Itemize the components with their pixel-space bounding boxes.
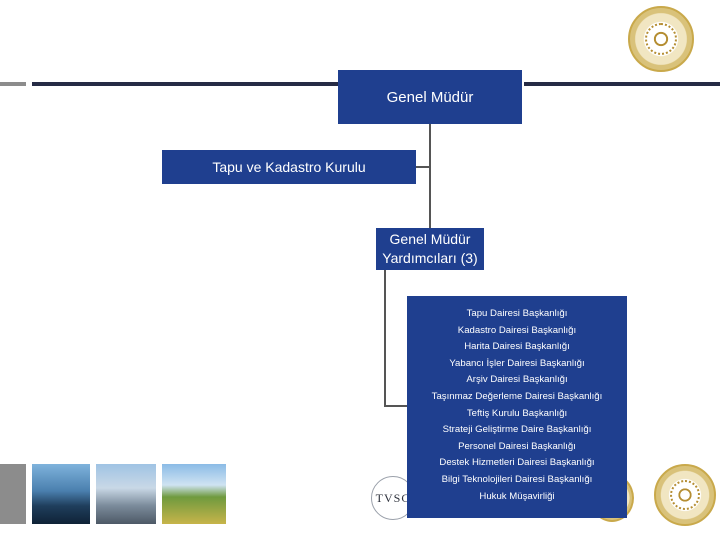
connector-board-horizontal	[416, 166, 430, 168]
skyscraper-photo	[96, 464, 156, 524]
general-director-label: Genel Müdür	[387, 89, 474, 106]
header-rule-left-gray	[0, 82, 26, 86]
gray-block	[0, 464, 26, 524]
department-item: Teftiş Kurulu Başkanlığı	[407, 406, 627, 423]
connector-dept-horizontal	[384, 405, 408, 407]
university-seal-icon	[628, 6, 694, 72]
department-item: Arşiv Dairesi Başkanlığı	[407, 372, 627, 389]
university-seal-bottom-icon	[654, 464, 716, 526]
field-landscape-photo	[162, 464, 226, 524]
header-rule-right	[524, 82, 720, 86]
department-item: Bilgi Teknolojileri Dairesi Başkanlığı	[407, 472, 627, 489]
departments-box: Tapu Dairesi Başkanlığı Kadastro Dairesi…	[407, 296, 627, 518]
department-item: Destek Hizmetleri Dairesi Başkanlığı	[407, 455, 627, 472]
department-item: Taşınmaz Değerleme Dairesi Başkanlığı	[407, 389, 627, 406]
deputy-directors-label: Genel Müdür Yardımcıları (3)	[382, 230, 477, 268]
city-skyline-photo	[32, 464, 90, 524]
department-item: Harita Dairesi Başkanlığı	[407, 339, 627, 356]
connector-deputy-vertical	[384, 270, 386, 406]
tvsc-logo-text: TVSC	[376, 491, 411, 506]
deputy-directors-box: Genel Müdür Yardımcıları (3)	[376, 228, 484, 270]
department-item: Yabancı İşler Dairesi Başkanlığı	[407, 356, 627, 373]
department-item: Tapu Dairesi Başkanlığı	[407, 306, 627, 323]
department-item: Hukuk Müşavirliği	[407, 489, 627, 506]
department-item: Kadastro Dairesi Başkanlığı	[407, 323, 627, 340]
connector-top-vertical	[429, 124, 431, 228]
board-label: Tapu ve Kadastro Kurulu	[212, 159, 365, 175]
general-director-box: Genel Müdür	[338, 70, 522, 124]
header-rule-left	[32, 82, 338, 86]
board-box: Tapu ve Kadastro Kurulu	[162, 150, 416, 184]
department-item: Personel Dairesi Başkanlığı	[407, 439, 627, 456]
department-item: Strateji Geliştirme Daire Başkanlığı	[407, 422, 627, 439]
